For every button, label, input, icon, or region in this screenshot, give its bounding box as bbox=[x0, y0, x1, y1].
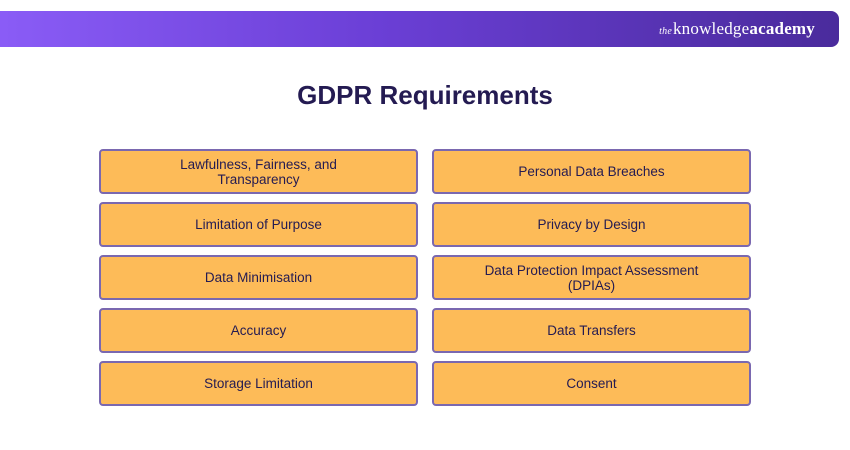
requirement-storage-limitation: Storage Limitation bbox=[99, 361, 418, 406]
requirement-privacy-by-design: Privacy by Design bbox=[432, 202, 751, 247]
requirement-data-breaches: Personal Data Breaches bbox=[432, 149, 751, 194]
requirement-accuracy: Accuracy bbox=[99, 308, 418, 353]
requirement-data-minimisation: Data Minimisation bbox=[99, 255, 418, 300]
requirements-grid: Lawfulness, Fairness, and Transparency P… bbox=[99, 149, 751, 406]
requirement-dpia: Data Protection Impact Assessment (DPIAs… bbox=[432, 255, 751, 300]
logo-bold: academy bbox=[749, 19, 815, 38]
requirement-lawfulness: Lawfulness, Fairness, and Transparency bbox=[99, 149, 418, 194]
logo-prefix: the bbox=[659, 26, 672, 37]
page-title: GDPR Requirements bbox=[297, 80, 553, 110]
header-banner: theknowledgeacademy bbox=[0, 11, 839, 47]
requirement-data-transfers: Data Transfers bbox=[432, 308, 751, 353]
logo-main: knowledge bbox=[672, 19, 750, 38]
requirement-purpose-limitation: Limitation of Purpose bbox=[99, 202, 418, 247]
brand-logo: theknowledgeacademy bbox=[659, 19, 815, 39]
requirement-consent: Consent bbox=[432, 361, 751, 406]
